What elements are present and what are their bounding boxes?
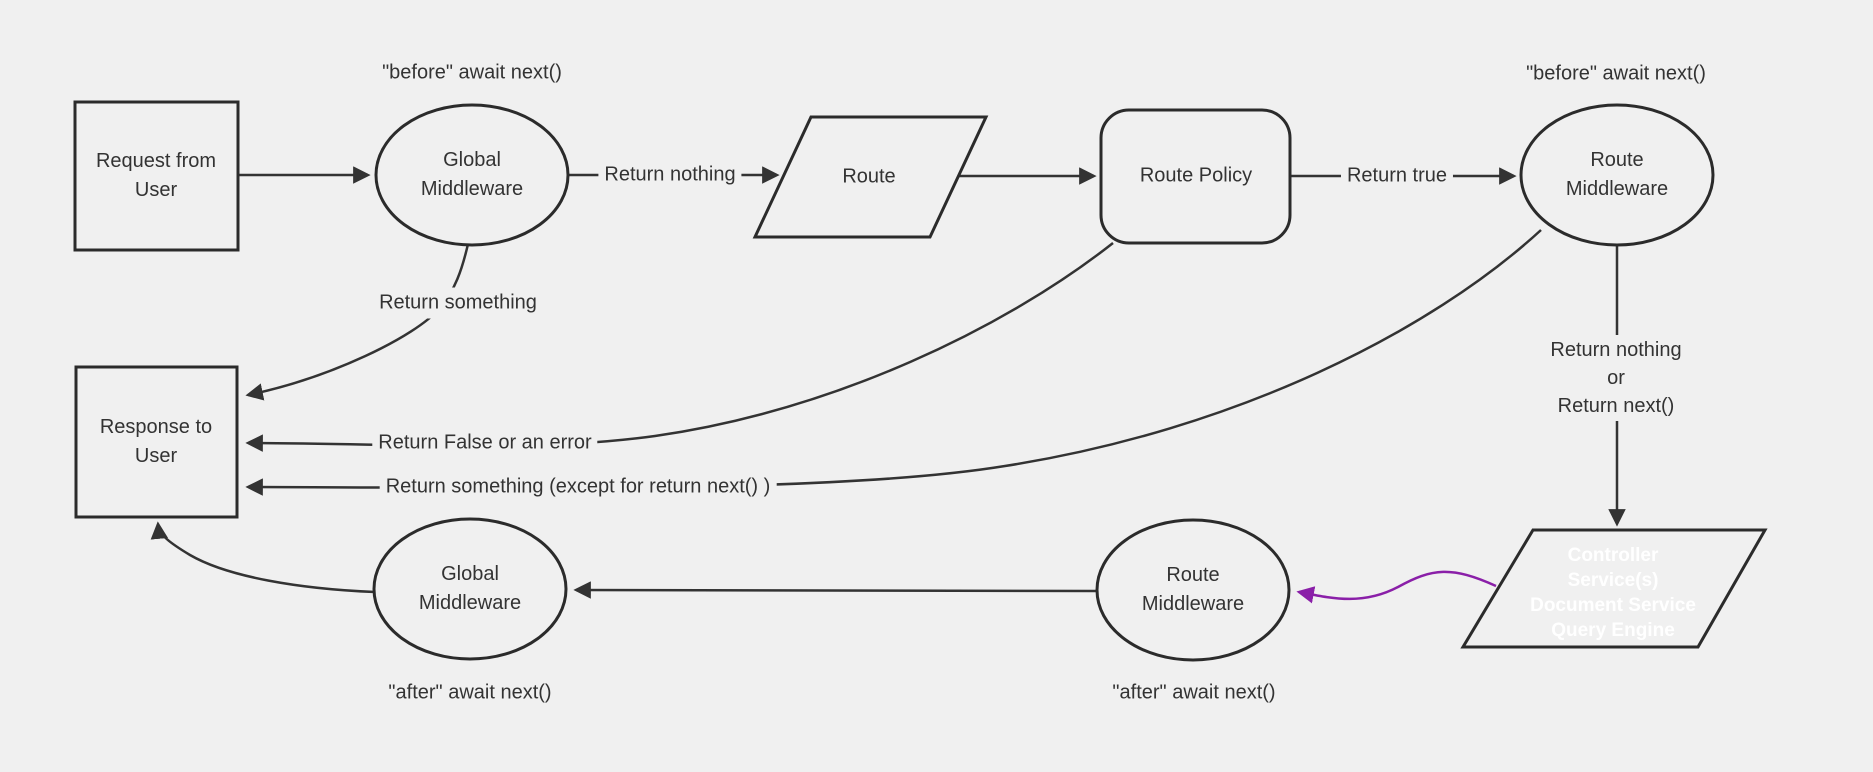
route-policy-label: Route Policy xyxy=(1139,164,1253,187)
edge-controller-to-route-middleware-bottom xyxy=(1296,570,1497,604)
route-label: Route xyxy=(842,165,896,188)
response-to-user-label: Response to User xyxy=(99,416,213,467)
return-nothing-or-next-line-3: Return next() xyxy=(1557,395,1675,417)
edge-return-false-to-response xyxy=(245,242,1114,452)
edge-route-middleware-bottom-to-global-middleware-bottom xyxy=(573,581,1098,599)
before-await-next-caption-right: "before" await next() xyxy=(1526,62,1706,85)
global-middleware-bottom-node xyxy=(372,517,568,661)
return-nothing-or-next-edge-label: Return nothing or Return next() xyxy=(1544,335,1688,421)
route-middleware-bottom-node xyxy=(1095,518,1291,662)
return-something-edge-label: Return something xyxy=(373,287,543,319)
controller-line-2: Service(s) xyxy=(1567,570,1659,591)
global-middleware-top-node xyxy=(374,103,570,247)
after-await-next-caption-right: "after" await next() xyxy=(1112,681,1276,704)
return-true-edge-label: Return true xyxy=(1340,160,1454,192)
route-middleware-top-node xyxy=(1519,103,1715,247)
route-policy-node xyxy=(1099,108,1292,245)
route-node xyxy=(752,115,989,239)
return-nothing-or-next-line-1: Return nothing xyxy=(1550,339,1682,361)
edge-return-something-to-response xyxy=(245,243,470,401)
controller-line-4: Query Engine xyxy=(1551,620,1675,641)
global-middleware-top-label: Global Middleware xyxy=(420,149,524,200)
edge-global-middleware-bottom-to-response xyxy=(150,521,376,594)
controller-line-3: Document Service xyxy=(1530,595,1696,616)
return-false-or-error-edge-label: Return False or an error xyxy=(372,427,598,459)
before-await-next-caption-left: "before" await next() xyxy=(382,61,562,84)
after-await-next-caption-left: "after" await next() xyxy=(388,681,552,704)
return-nothing-edge-label: Return nothing xyxy=(598,159,742,191)
controller-line-1: Controller xyxy=(1567,545,1659,566)
controller-services-label: Controller Service(s) Document Service Q… xyxy=(1503,543,1723,643)
response-to-user-node xyxy=(74,365,239,519)
request-from-user-label: Request from User xyxy=(95,150,217,201)
global-middleware-bottom-label: Global Middleware xyxy=(418,563,522,614)
return-something-except-edge-label: Return something (except for return next… xyxy=(379,471,777,503)
return-nothing-or-next-line-2: or xyxy=(1607,367,1625,389)
controller-services-node xyxy=(1460,528,1768,649)
route-middleware-bottom-label: Route Middleware xyxy=(1141,564,1245,615)
route-middleware-top-label: Route Middleware xyxy=(1565,149,1669,200)
request-from-user-node xyxy=(73,100,240,252)
